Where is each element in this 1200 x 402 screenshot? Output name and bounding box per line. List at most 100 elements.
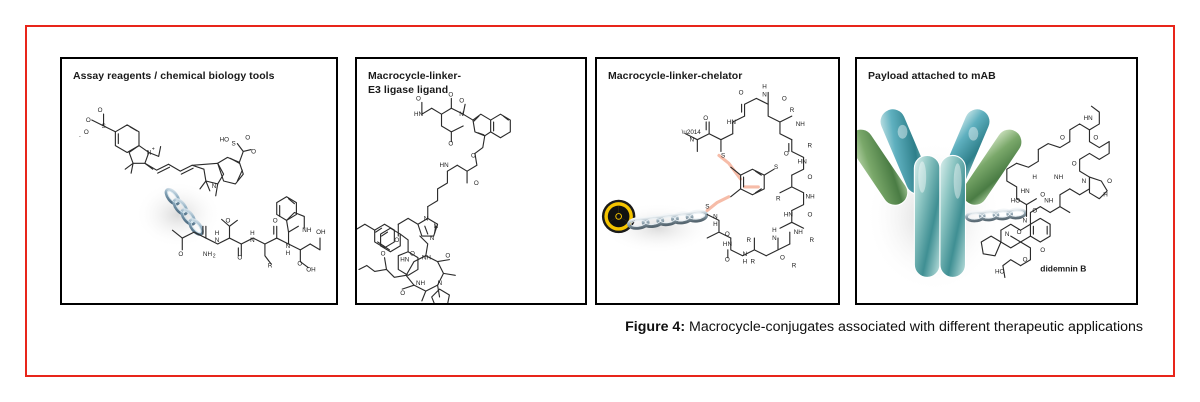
svg-text:S: S [102, 123, 106, 130]
svg-text:2: 2 [213, 254, 216, 260]
panel-payload-attached-to-mab: Payload attached to mAB [855, 57, 1138, 305]
chelator-structure-graphic: S S S O N \u2014 HN [600, 84, 816, 270]
svg-text:H: H [772, 227, 777, 234]
svg-text:N: N [250, 237, 255, 244]
svg-text:OH: OH [306, 267, 316, 274]
svg-text:N: N [1005, 231, 1010, 238]
svg-text:\u2014: \u2014 [682, 129, 702, 136]
svg-text:H: H [250, 230, 255, 237]
svg-text:O: O [410, 251, 415, 258]
svg-text:O: O [226, 217, 231, 224]
panel-title-e3-ligase-ligand: Macrocycle-linker- E3 ligase ligand [368, 70, 462, 97]
thioether-highlight [705, 153, 760, 213]
svg-text:HN: HN [440, 162, 450, 169]
svg-text:NH: NH [1044, 198, 1054, 205]
svg-text:O: O [474, 180, 479, 187]
svg-text:O: O [1107, 178, 1112, 185]
svg-text:N: N [772, 235, 777, 242]
svg-text:OH: OH [316, 229, 326, 236]
svg-text:O: O [1017, 229, 1022, 236]
svg-text:O: O [459, 97, 464, 104]
figure-caption: Figure 4: Macrocycle-conjugates associat… [27, 319, 1177, 335]
svg-text:O: O [782, 95, 787, 102]
svg-text:HN: HN [727, 119, 737, 126]
svg-text:O: O [381, 251, 386, 258]
linker-chain-steel-mab [965, 207, 1027, 223]
svg-text:H: H [286, 250, 291, 257]
svg-text:O: O [394, 237, 399, 244]
svg-text:O: O [1023, 257, 1028, 264]
svg-text:O: O [273, 217, 278, 224]
svg-text:HO: HO [995, 268, 1005, 275]
linker-chain-steel [627, 209, 709, 230]
panel-macrocycle-linker-chelator: Macrocycle-linker-chelator [595, 57, 840, 305]
svg-text:N: N [1023, 217, 1028, 224]
svg-text:O: O [1093, 135, 1098, 142]
svg-text:O: O [251, 148, 256, 155]
svg-text:H: H [743, 259, 748, 266]
svg-text:NH: NH [302, 227, 312, 234]
svg-text:O: O [1072, 160, 1077, 167]
svg-text:O: O [1040, 192, 1045, 199]
svg-text:HO: HO [220, 137, 230, 144]
svg-text:NH: NH [794, 229, 804, 236]
svg-text:O: O [445, 253, 450, 260]
svg-text:N: N [430, 235, 435, 242]
antibody-payload-graphic: HO O O O O HN O NH H HN NH N H O N N O O… [857, 105, 1112, 294]
svg-text:R: R [790, 107, 795, 114]
svg-text:NH: NH [806, 194, 816, 201]
svg-text:R: R [750, 259, 755, 266]
panel-title-payload-attached-to-mab: Payload attached to mAB [868, 70, 996, 82]
svg-text:O: O [448, 141, 453, 148]
svg-text:+: + [152, 147, 155, 153]
svg-text:N: N [147, 149, 152, 156]
svg-text:H: H [762, 84, 767, 91]
svg-text:N: N [424, 215, 429, 222]
svg-text:HN: HN [723, 241, 733, 248]
antibody-illustration [857, 108, 1023, 278]
svg-text:N: N [286, 243, 291, 250]
panel-assay-reagents: Assay reagents / chemical biology tools [60, 57, 338, 305]
svg-text:-: - [79, 134, 81, 140]
svg-text:R: R [268, 263, 273, 270]
svg-text:NH: NH [203, 251, 213, 258]
svg-text:HN: HN [400, 257, 410, 264]
svg-text:HO: HO [1011, 198, 1021, 205]
svg-text:S: S [721, 152, 725, 159]
svg-text:O: O [725, 257, 730, 264]
svg-text:O: O [237, 255, 242, 262]
svg-text:HN: HN [1021, 188, 1031, 195]
svg-text:S: S [774, 164, 778, 171]
svg-text:O: O [703, 115, 708, 122]
svg-text:O: O [178, 251, 183, 258]
svg-text:S: S [231, 141, 235, 148]
svg-text:NH: NH [1054, 174, 1064, 181]
figure-red-frame: Assay reagents / chemical biology tools [25, 25, 1175, 377]
svg-text:O: O [725, 231, 730, 238]
figure-caption-text: Macrocycle-conjugates associated with di… [685, 319, 1143, 335]
svg-text:R: R [809, 237, 814, 244]
svg-text:O: O [297, 261, 302, 268]
svg-text:H: H [713, 221, 718, 228]
panel-strip: Assay reagents / chemical biology tools [27, 27, 1177, 319]
panel-e3-ligase-ligand: Macrocycle-linker- E3 ligase ligand O N … [355, 57, 587, 305]
svg-text:R: R [776, 196, 781, 203]
figure-caption-label: Figure 4: [625, 319, 686, 335]
svg-text:O: O [245, 135, 250, 142]
svg-text:N: N [689, 137, 694, 144]
svg-text:O: O [780, 255, 785, 262]
linker-chain-blue [164, 187, 204, 236]
svg-text:N: N [434, 223, 439, 230]
svg-text:O: O [471, 152, 476, 159]
svg-text:N: N [459, 111, 464, 118]
panel-title-assay-reagents: Assay reagents / chemical biology tools [73, 70, 275, 82]
payload-name-label: didemnin B [1040, 264, 1086, 274]
svg-text:O: O [808, 211, 813, 218]
svg-text:N: N [713, 213, 718, 220]
svg-text:N: N [743, 251, 748, 258]
svg-text:O: O [784, 150, 789, 157]
svg-text:NH: NH [416, 280, 426, 287]
svg-text:O: O [1040, 247, 1045, 254]
svg-text:H: H [215, 230, 220, 237]
svg-text:O: O [86, 117, 91, 124]
